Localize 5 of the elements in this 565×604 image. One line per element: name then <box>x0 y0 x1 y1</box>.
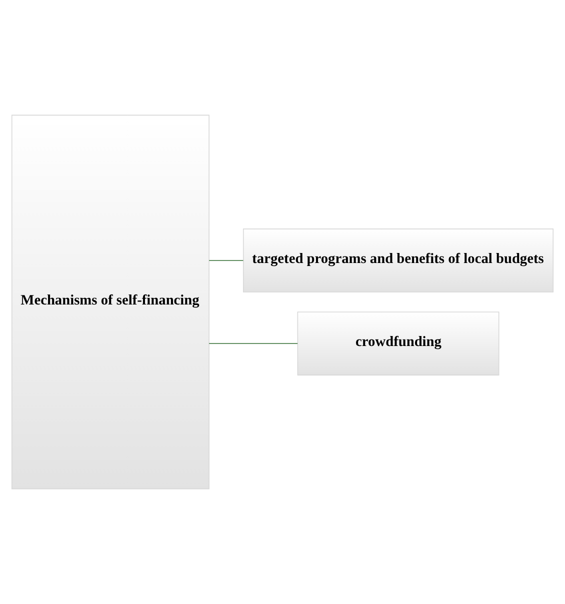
node-box: Mechanisms of self-financing <box>11 114 210 490</box>
connector <box>208 260 244 261</box>
connector <box>208 343 298 344</box>
node-box: crowdfunding <box>297 312 500 376</box>
node-box: targeted programs and benefits of local budgets <box>242 228 554 292</box>
